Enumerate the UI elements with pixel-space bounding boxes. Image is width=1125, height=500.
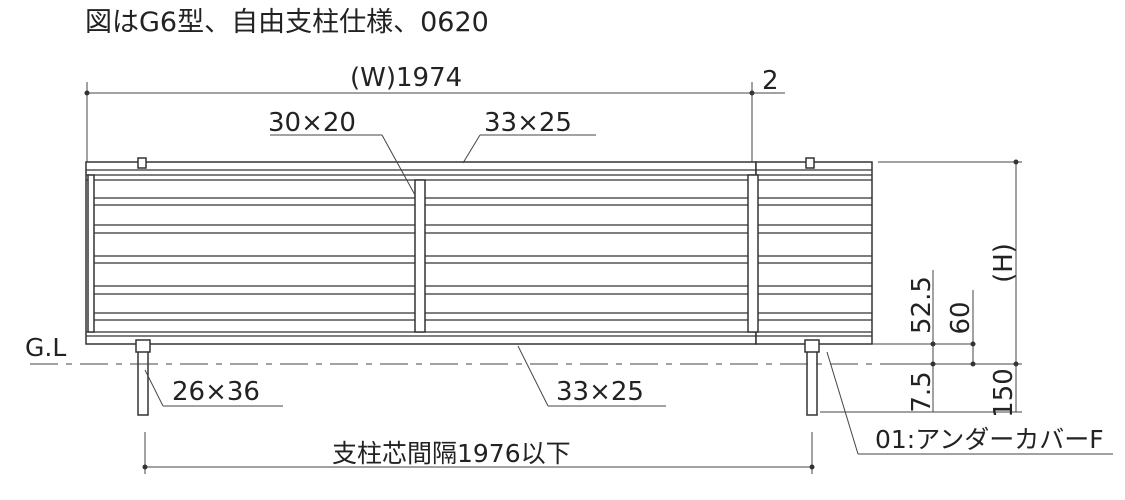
post-left: [137, 342, 149, 416]
middle-post: [414, 179, 426, 333]
post-pitch-label: 支柱芯間隔1976以下: [332, 439, 571, 468]
gap-label: 2: [762, 66, 779, 96]
post-label: 26×36: [172, 377, 260, 407]
drawing-title: 図はG6型、自由支柱仕様、0620: [85, 7, 489, 38]
ground-line: G.L: [25, 333, 1018, 365]
top-clip-left: [137, 157, 147, 169]
width-dimension: (W)1974 2: [84, 63, 785, 165]
horizontal-slats: [92, 197, 872, 321]
top-clip-right: [805, 157, 815, 169]
left-end-post: [87, 174, 95, 333]
dim-150-label: 150: [989, 368, 1019, 418]
post-right-bracket: [804, 339, 820, 353]
panel-joint-post: [747, 174, 759, 333]
dim-7-5-label: 7.5: [907, 371, 937, 412]
ground-label: G.L: [25, 333, 66, 362]
top-rail-label: 33×25: [484, 108, 572, 138]
vertical-dimensions: (H) 150 52.5 7.5 60: [820, 159, 1022, 418]
post-pitch-dimension: 支柱芯間隔1976以下: [142, 432, 815, 474]
bottom-rail-label: 33×25: [556, 377, 644, 407]
post-right: [806, 342, 818, 416]
under-cover-label: 01:アンダーカバーF: [875, 425, 1104, 454]
dim-52-5-label: 52.5: [907, 276, 937, 334]
support-posts: [135, 339, 820, 416]
post-left-bracket: [135, 339, 151, 353]
width-label: (W)1974: [350, 63, 462, 93]
height-label: (H): [989, 243, 1019, 283]
fence-panel: [85, 157, 873, 345]
dim-60-label: 60: [946, 301, 976, 334]
panel-frame-right: [755, 161, 873, 345]
mid-post-label: 30×20: [268, 108, 356, 138]
member-callouts: 30×20 33×25 33×25 26×36 01:アンダーカバーF: [144, 108, 1113, 455]
